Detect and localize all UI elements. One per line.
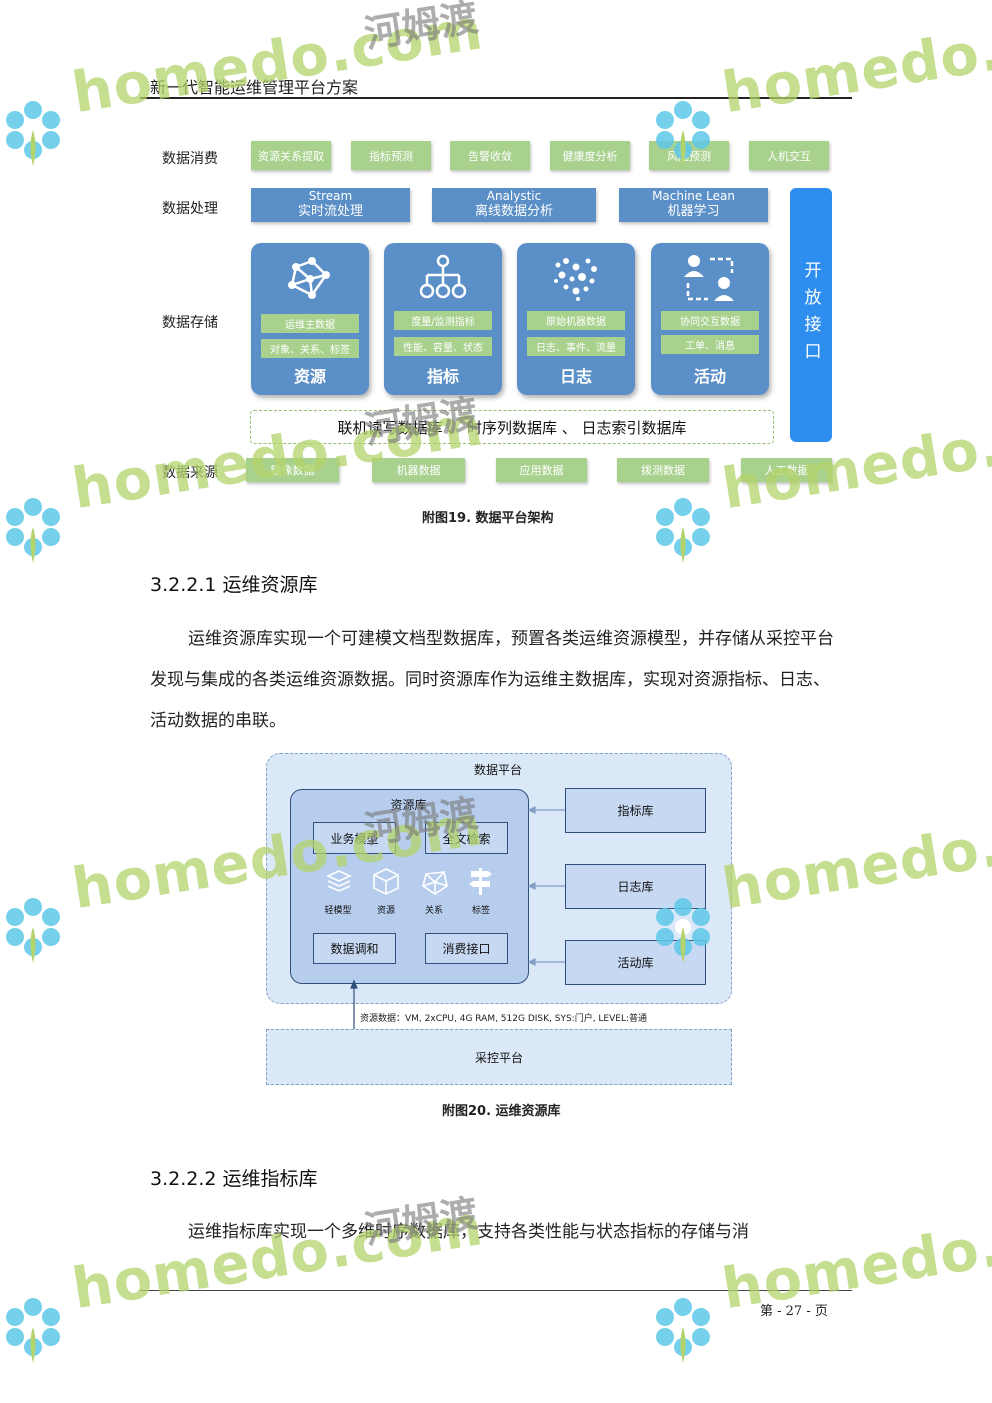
storage-card-log: 原始机器数据 日志、事件、流量 日志: [517, 243, 635, 395]
processing-line1: Analystic: [486, 189, 542, 203]
signpost-icon: [469, 868, 492, 895]
icon-label-tag: 标签: [471, 906, 490, 916]
watermark-brand-text: homedo.com: [718, 0, 992, 127]
consumption-box: 风险预测: [649, 141, 729, 170]
consumption-box: 告警收敛: [450, 141, 530, 170]
card-sub-1: 原始机器数据: [527, 311, 625, 330]
users-exchange-icon: [684, 255, 734, 301]
database-types-row: 联机读写数据库 、 时序列数据库 、 日志索引数据库: [250, 410, 774, 444]
row-label-storage: 数据存储: [162, 315, 218, 331]
processing-bar: Stream 实时流处理: [251, 188, 410, 222]
library-link-arrows: [527, 806, 565, 966]
activity-library-box: 活动库: [565, 940, 706, 985]
upload-arrow: [350, 980, 358, 1030]
source-box: 机器数据: [372, 458, 465, 482]
row-label-processing: 数据处理: [162, 201, 218, 217]
icon-label-light-model: 轻模型: [324, 906, 352, 916]
source-box: 人工数据: [741, 458, 832, 482]
icon-label-resource: 资源: [376, 906, 395, 916]
card-sub-1: 度量/监测指标: [394, 311, 492, 330]
card-title: 指标: [426, 367, 459, 386]
consumption-box: 人机交互: [749, 141, 829, 170]
source-box: 镜像数据: [246, 458, 339, 482]
section-paragraph: 运维指标库实现一个多维时序数据库，支持各类性能与状态指标的存储与消: [188, 1222, 749, 1242]
storage-card-metric: 度量/监测指标 性能、容量、状态 指标: [384, 243, 502, 395]
flower-logo-icon: [656, 1298, 710, 1363]
header-divider: [140, 97, 852, 99]
flower-logo-icon: [6, 1298, 60, 1363]
section-heading-metric-library: 3.2.2.2 运维指标库: [150, 1168, 318, 1190]
flower-logo-icon: [656, 498, 710, 563]
footer-divider: [140, 1290, 852, 1291]
resource-data-sample: 资源数据：VM, 2xCPU, 4G RAM, 512G DISK, SYS:门…: [360, 1014, 648, 1024]
row-label-consumption: 数据消费: [162, 151, 218, 167]
source-box: 拨测数据: [617, 458, 709, 482]
figure-20-caption: 附图20. 运维资源库: [442, 1104, 561, 1119]
card-title: 资源: [293, 367, 326, 386]
watermark-cn-text: 河姆渡: [361, 0, 481, 57]
hierarchy-icon: [419, 254, 467, 299]
card-sub-1: 运维主数据: [261, 314, 359, 333]
card-sub-2: 对象、关系、标签: [261, 339, 359, 358]
card-sub-2: 性能、容量、状态: [394, 337, 492, 356]
processing-line2: 机器学习: [667, 204, 720, 219]
consume-api-box: 消费接口: [425, 933, 508, 964]
scatter-dots-icon: [554, 258, 597, 301]
cube-icon: [373, 868, 399, 895]
layers-icon: [326, 870, 352, 892]
card-sub-2: 工单、消息: [661, 335, 759, 354]
storage-card-activity: 协同交互数据 工单、消息 活动: [651, 243, 769, 395]
figure-19-caption: 附图19. 数据平台架构: [422, 511, 554, 526]
processing-line1: Machine Lean: [652, 189, 735, 203]
source-box: 应用数据: [496, 458, 587, 482]
section-heading-resource-library: 3.2.2.1 运维资源库: [150, 574, 318, 596]
watermark-brand-text: homedo.com: [68, 0, 488, 127]
icon-label-relation: 关系: [424, 906, 443, 916]
watermark-brand-text: homedo.com: [718, 793, 992, 923]
network-graph-icon: [288, 257, 330, 299]
card-sub-1: 协同交互数据: [661, 311, 759, 330]
section-paragraph: 运维资源库实现一个可建模文档型数据库，预置各类运维资源模型，并存储从采控平台发现…: [150, 629, 834, 731]
fulltext-search-box: 全文检索: [425, 822, 508, 854]
processing-line2: 实时流处理: [297, 204, 363, 219]
processing-bar: Machine Lean 机器学习: [619, 188, 768, 222]
data-reconcile-box: 数据调和: [313, 933, 396, 964]
page-number: 第 - 27 - 页: [760, 1304, 828, 1319]
metric-library-box: 指标库: [565, 788, 706, 833]
collect-control-platform: 采控平台: [266, 1029, 732, 1085]
consumption-box: 指标预测: [351, 141, 431, 170]
open-interface-bar: 开放接口: [790, 188, 832, 442]
consumption-box: 资源关系提取: [251, 141, 331, 170]
flower-logo-icon: [6, 498, 60, 563]
processing-bar: Analystic 离线数据分析: [432, 188, 596, 222]
row-label-source: 数据来源: [162, 465, 218, 481]
storage-card-resource: 运维主数据 对象、关系、标签 资源: [251, 243, 369, 395]
processing-line1: Stream: [308, 189, 353, 203]
flower-logo-icon: [6, 101, 60, 166]
card-sub-2: 日志、事件、流量: [527, 337, 625, 356]
card-title: 日志: [559, 367, 592, 386]
flower-logo-icon: [6, 898, 60, 963]
data-platform-label: 数据平台: [473, 763, 522, 777]
processing-line2: 离线数据分析: [474, 204, 553, 219]
resource-library-label: 资源库: [390, 798, 427, 812]
page-header-title: 新一代智能运维管理平台方案: [150, 78, 359, 97]
business-model-box: 业务模型: [313, 822, 396, 854]
log-library-box: 日志库: [565, 864, 706, 909]
relation-network-icon: [422, 871, 448, 895]
card-title: 活动: [693, 367, 726, 386]
consumption-box: 健康度分析: [550, 141, 630, 170]
